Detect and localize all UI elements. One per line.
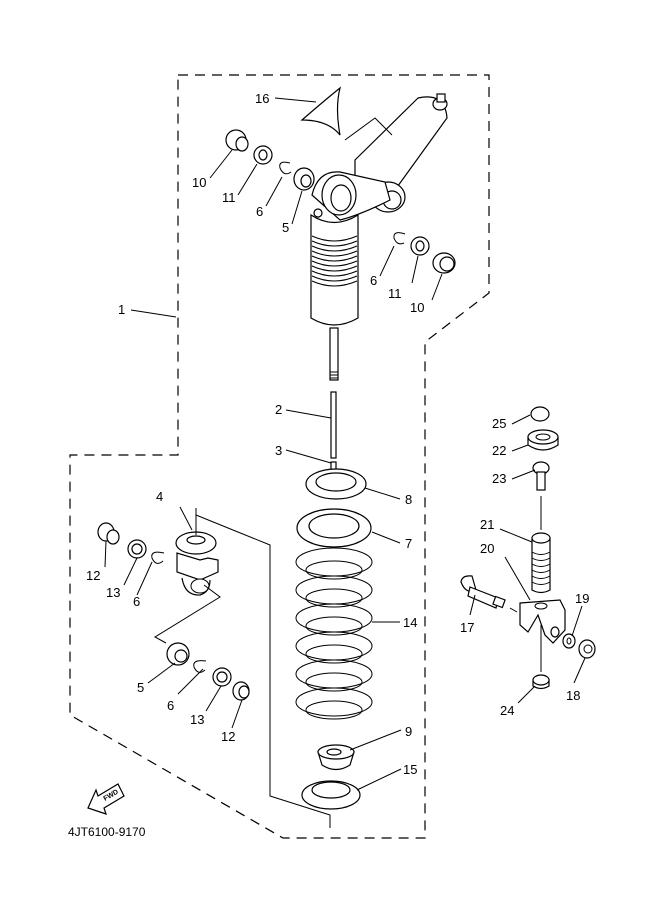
callout-7: 7 — [405, 536, 412, 551]
callout-11: 11 — [222, 190, 236, 205]
assembly-guide-line — [195, 514, 331, 828]
callout-labels: 16 10 11 6 5 6 11 10 1 2 3 8 7 4 12 13 6… — [86, 91, 589, 777]
callout-13: 13 — [190, 712, 204, 727]
callout-15: 15 — [403, 762, 417, 777]
relay-arm-parts — [460, 406, 596, 690]
part-16-decal — [300, 86, 342, 136]
assembly-boundary — [69, 74, 490, 839]
lower-left-upper-bushing-set — [97, 522, 165, 564]
callout-6: 6 — [133, 594, 140, 609]
diagram-reference-code: 4JT6100-9170 — [68, 825, 146, 839]
callout-1: 1 — [118, 302, 125, 317]
callout-5: 5 — [282, 220, 289, 235]
lower-left-lower-bushing-set — [166, 642, 250, 701]
callout-22: 22 — [492, 443, 506, 458]
callout-20: 20 — [480, 541, 494, 556]
callout-21: 21 — [480, 517, 494, 532]
callout-9: 9 — [405, 724, 412, 739]
callout-23: 23 — [492, 471, 506, 486]
callout-3: 3 — [275, 443, 282, 458]
callout-12: 12 — [86, 568, 100, 583]
callout-4: 4 — [156, 489, 163, 504]
upper-right-bushing-set — [393, 232, 456, 274]
callout-24: 24 — [500, 703, 514, 718]
callout-8: 8 — [405, 492, 412, 507]
callout-17: 17 — [460, 620, 474, 635]
callout-6: 6 — [256, 204, 263, 219]
callout-16: 16 — [255, 91, 269, 106]
callout-11: 11 — [388, 286, 402, 301]
part-7-adjuster-nut — [296, 508, 372, 548]
mount-guide-line — [154, 508, 221, 644]
callout-25: 25 — [492, 416, 506, 431]
callout-6: 6 — [370, 273, 377, 288]
callout-10: 10 — [192, 175, 206, 190]
callout-19: 19 — [575, 591, 589, 606]
part-8-locknut — [305, 468, 367, 500]
callout-14: 14 — [403, 615, 417, 630]
callout-10: 10 — [410, 300, 424, 315]
part-4-lower-mount — [175, 531, 219, 596]
callout-13: 13 — [106, 585, 120, 600]
callout-5: 5 — [137, 680, 144, 695]
callout-2: 2 — [275, 402, 282, 417]
upper-left-bushing-set — [225, 129, 315, 191]
callout-18: 18 — [566, 688, 580, 703]
part-9-bump-stop — [317, 744, 355, 771]
fwd-arrow-icon: FWD — [87, 783, 125, 815]
part-2-rod — [330, 391, 337, 459]
callout-12: 12 — [221, 729, 235, 744]
leader-lines — [104, 97, 586, 791]
part-15-spring-seat — [301, 780, 361, 810]
part-14-spring — [295, 547, 373, 720]
callout-6: 6 — [167, 698, 174, 713]
shock-absorber-body — [310, 93, 448, 381]
